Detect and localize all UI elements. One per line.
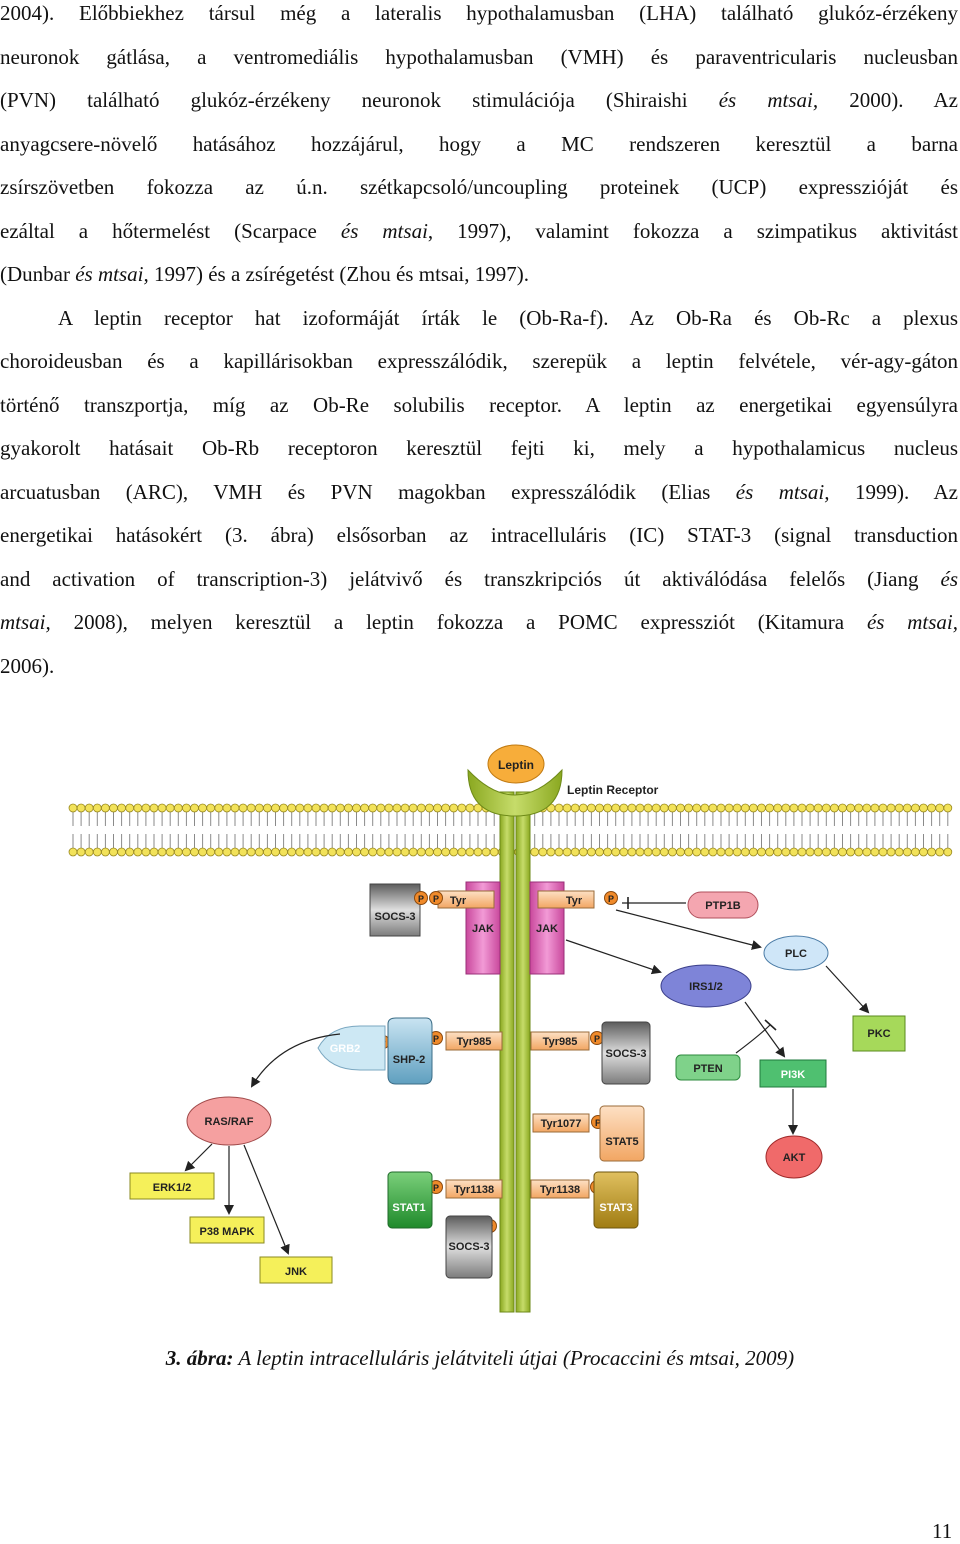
caption-label: 3. ábra: xyxy=(165,1346,234,1370)
paragraph-1-line-2: neuronok gátlása, a ventromediális hypot… xyxy=(0,45,958,69)
arrow-to-pi3k xyxy=(744,1001,786,1058)
grb2-label: GRB2 xyxy=(330,1043,361,1055)
irs-node xyxy=(660,964,752,1008)
tyr985-right-label: Tyr985 xyxy=(543,1036,578,1048)
stat3-node xyxy=(593,1171,639,1229)
irs-label: IRS1/2 xyxy=(689,981,723,993)
rasraf-label: RAS/RAF xyxy=(205,1116,254,1128)
svg-text:P: P xyxy=(608,894,614,904)
socs3-right xyxy=(601,1021,651,1085)
paragraph-2-line-2: choroideusban és a kapillárisokban expre… xyxy=(0,349,958,373)
jnk-node xyxy=(259,1256,333,1284)
arrow-to-irs xyxy=(565,939,662,975)
receptor-binding-cup xyxy=(467,768,563,817)
socs3-bottom-label: SOCS-3 xyxy=(449,1241,490,1253)
paragraph-2-line-3: történő transzportja, míg az Ob-Re solub… xyxy=(0,393,958,417)
pten-node xyxy=(675,1054,741,1081)
shp2-node xyxy=(387,1017,433,1085)
erk-node xyxy=(129,1172,215,1200)
stat1-label: STAT1 xyxy=(392,1202,425,1214)
figure-caption: 3. ábra: A leptin intracelluláris jelátv… xyxy=(0,1346,960,1371)
svg-text:P: P xyxy=(595,1118,601,1128)
paragraph-2-line-8: mtsai, 2008), melyen keresztül a leptin … xyxy=(0,610,959,634)
socs3-right-label: SOCS-3 xyxy=(606,1048,647,1060)
paragraph-1-line-1: 2004). Előbbiekhez társul még a laterali… xyxy=(0,1,958,25)
arrow-to-pkc xyxy=(825,965,870,1014)
p38-label: P38 MAPK xyxy=(199,1226,254,1238)
tyr1138-right-label: Tyr1138 xyxy=(540,1184,580,1196)
pten-label: PTEN xyxy=(693,1063,722,1075)
paragraph-1-line-4: anyagcsere-növelő hatásához hozzájárul, … xyxy=(0,132,958,156)
jak-left-label: JAK xyxy=(472,923,494,935)
paragraph-1-line-6: ezáltal a hőtermelést (Scarpace és mtsai… xyxy=(0,219,959,243)
tyr1138-right-box xyxy=(530,1179,590,1199)
tyr1077-label: Tyr1077 xyxy=(541,1118,582,1130)
stat5-node xyxy=(599,1105,645,1162)
tyr985-left-box xyxy=(445,1031,503,1051)
pi3k-label: PI3K xyxy=(781,1069,806,1081)
svg-text:P: P xyxy=(594,1034,600,1044)
leptin-receptor-label: Leptin Receptor xyxy=(567,783,659,797)
caption-text: A leptin intracelluláris jelátviteli útj… xyxy=(233,1346,795,1370)
leptin-signaling-figure: Leptin Leptin Receptor JAK JAK Tyr Tyr S… xyxy=(68,744,953,1313)
plc-label: PLC xyxy=(785,948,807,960)
jnk-label: JNK xyxy=(285,1266,307,1278)
arrow-to-erk xyxy=(184,1143,213,1172)
svg-text:P: P xyxy=(418,894,424,904)
svg-text:P: P xyxy=(433,1183,439,1193)
tyr1077-box xyxy=(532,1113,590,1133)
tyr-right-label: Tyr xyxy=(566,895,583,907)
akt-label: AKT xyxy=(783,1152,806,1164)
pkc-node xyxy=(852,1015,906,1052)
arrow-to-jnk xyxy=(243,1144,290,1255)
receptor-chain-left xyxy=(499,791,515,1313)
tyr985-right-box xyxy=(530,1031,590,1051)
socs3-top xyxy=(369,883,421,937)
paragraph-2-line-5: arcuatusban (ARC), VMH és PVN magokban e… xyxy=(0,480,958,504)
paragraph-2-line-1: A leptin receptor hat izoformáját írták … xyxy=(58,306,958,330)
stat5-label: STAT5 xyxy=(605,1136,638,1148)
socs3-bottom xyxy=(445,1215,493,1279)
tyr1138-left-box xyxy=(445,1179,503,1199)
p38-node xyxy=(189,1216,265,1244)
cell-membrane xyxy=(68,803,953,857)
paragraph-1-line-3: (PVN) található glukóz-érzékeny neuronok… xyxy=(0,88,959,112)
paragraph-2-line-7: and activation of transcription-3) jelát… xyxy=(0,567,958,591)
plc-node xyxy=(763,935,829,971)
paragraph-1-line-5: zsírszövetben fokozza az ú.n. szétkapcso… xyxy=(0,175,958,199)
tyr1138-left-label: Tyr1138 xyxy=(454,1184,494,1196)
pkc-label: PKC xyxy=(867,1028,890,1040)
svg-text:P: P xyxy=(433,894,439,904)
shp2-label: SHP-2 xyxy=(393,1054,425,1066)
page-number: 11 xyxy=(932,1519,953,1543)
akt-node xyxy=(765,1135,823,1179)
arrow-to-rasraf xyxy=(250,1033,341,1088)
arrow-to-plc xyxy=(615,909,762,950)
ptp1b-node xyxy=(687,891,759,919)
pi3k-node xyxy=(759,1059,827,1088)
socs3-top-label: SOCS-3 xyxy=(375,911,416,923)
paragraph-1-line-7: (Dunbar és mtsai, 1997) és a zsírégetést… xyxy=(0,262,529,286)
tyr-right-box xyxy=(537,890,595,909)
ptp1b-label: PTP1B xyxy=(705,900,741,912)
paragraph-2-line-4: gyakorolt hatásait Ob-Rb receptoron kere… xyxy=(0,436,958,460)
paragraph-2-line-6: energetikai hatásokért (3. ábra) elsősor… xyxy=(0,523,958,547)
pten-inhibition-line xyxy=(735,1024,771,1054)
jak-right-label: JAK xyxy=(536,923,558,935)
paragraph-2-line-9: 2006). xyxy=(0,654,55,678)
tyr-left-label: Tyr xyxy=(450,895,467,907)
erk-label: ERK1/2 xyxy=(153,1182,192,1194)
stat1-node xyxy=(387,1171,433,1229)
tyr985-left-label: Tyr985 xyxy=(457,1036,492,1048)
stat3-label: STAT3 xyxy=(599,1202,632,1214)
receptor-chain-right xyxy=(515,791,531,1313)
svg-text:P: P xyxy=(433,1034,439,1044)
leptin-ligand xyxy=(487,744,545,784)
leptin-label: Leptin xyxy=(498,758,534,772)
rasraf-node xyxy=(186,1096,272,1146)
